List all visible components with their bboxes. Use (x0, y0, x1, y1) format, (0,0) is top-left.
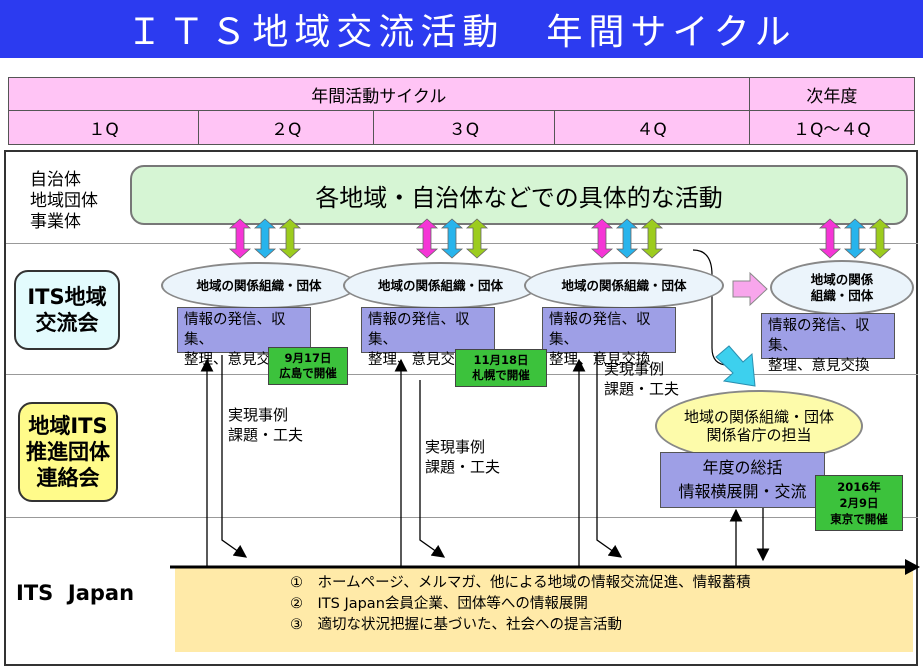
pink-arrow (732, 271, 768, 307)
connector-line (692, 249, 729, 366)
meeting-badge-sapporo: 11月18日札幌で開催 (455, 349, 547, 387)
double-headed-arrow (843, 218, 867, 259)
double-headed-arrow (440, 218, 464, 259)
double-headed-arrow (615, 218, 639, 259)
quarter-3: ３Q (373, 110, 555, 145)
double-headed-arrow (228, 218, 252, 259)
double-headed-arrow (868, 218, 892, 259)
info-box-next-year: 情報の発信、収集、整理、意見交換 (761, 313, 895, 374)
meeting-badge-hiroshima: 9月17日広島で開催 (268, 347, 348, 385)
list-item: ③ 適切な状況把握に基づいた、社会への提言活動 (290, 617, 622, 633)
quarter-4: ４Q (553, 110, 750, 145)
double-headed-arrow (278, 218, 302, 259)
next-year-quarters: １Q～４Q (748, 110, 916, 145)
list-item: ① ホームページ、メルマガ、他による地域の情報交流促進、情報蓄積 (290, 575, 751, 591)
example-label-q1: 実現事例課題・工夫 (228, 406, 304, 444)
row-divider (6, 243, 918, 244)
page-title: ＩＴＳ地域交流活動 年間サイクル (0, 0, 923, 58)
local-bodies-label: 自治体 地域団体 事業体 (30, 170, 98, 232)
double-headed-arrow (415, 218, 439, 259)
next-year-header: 次年度 (748, 77, 916, 111)
org-ellipse-next-year: 地域の関係組織・団体 (770, 260, 914, 315)
its-japan-activity-list: ① ホームページ、メルマガ、他による地域の情報交流促進、情報蓄積 ② ITS J… (290, 573, 751, 636)
info-box-q3: 情報の発信、収集、整理、意見交換 (542, 307, 676, 368)
cycle-frame (4, 150, 918, 666)
row-divider (6, 517, 918, 518)
org-ellipse-q1: 地域の関係組織・団体 (161, 262, 357, 309)
double-headed-arrow (640, 218, 664, 259)
annual-summary-box: 年度の総括情報横展開・交流 (660, 452, 825, 508)
downward-arrow (221, 355, 248, 558)
downward-arrow (596, 352, 623, 558)
info-box-q1: 情報の発信、収集、整理、意見交換 (177, 307, 311, 368)
org-ellipse-q3: 地域の関係組織・団体 (524, 262, 724, 309)
example-label-q2: 実現事例課題・工夫 (425, 438, 501, 476)
example-label-q3: 実現事例課題・工夫 (604, 360, 680, 398)
timeline-arrowhead (905, 559, 920, 575)
double-headed-arrow (465, 218, 489, 259)
annual-cycle-header: 年間活動サイクル (8, 77, 750, 111)
double-headed-arrow (590, 218, 614, 259)
double-headed-arrow (253, 218, 277, 259)
org-ellipse-q2: 地域の関係組織・団体 (343, 262, 538, 309)
list-item: ② ITS Japan会員企業、団体等への情報展開 (290, 596, 588, 612)
its-exchange-label: ITS地域交流会 (14, 270, 120, 350)
cyan-arrow (715, 345, 756, 387)
info-box-q2: 情報の発信、収集、整理、意見交換 (361, 307, 495, 368)
downward-arrow (419, 380, 446, 558)
quarter-header-table: 年間活動サイクル 次年度 １Q ２Q ３Q ４Q １Q～４Q (7, 77, 916, 145)
double-headed-arrow (818, 218, 842, 259)
quarter-1: １Q (7, 110, 200, 145)
activity-banner: 各地域・自治体などでの具体的な活動 (130, 165, 908, 225)
quarter-2: ２Q (198, 110, 375, 145)
its-japan-label: ITS Japan (16, 581, 135, 605)
its-japan-band (175, 567, 913, 652)
